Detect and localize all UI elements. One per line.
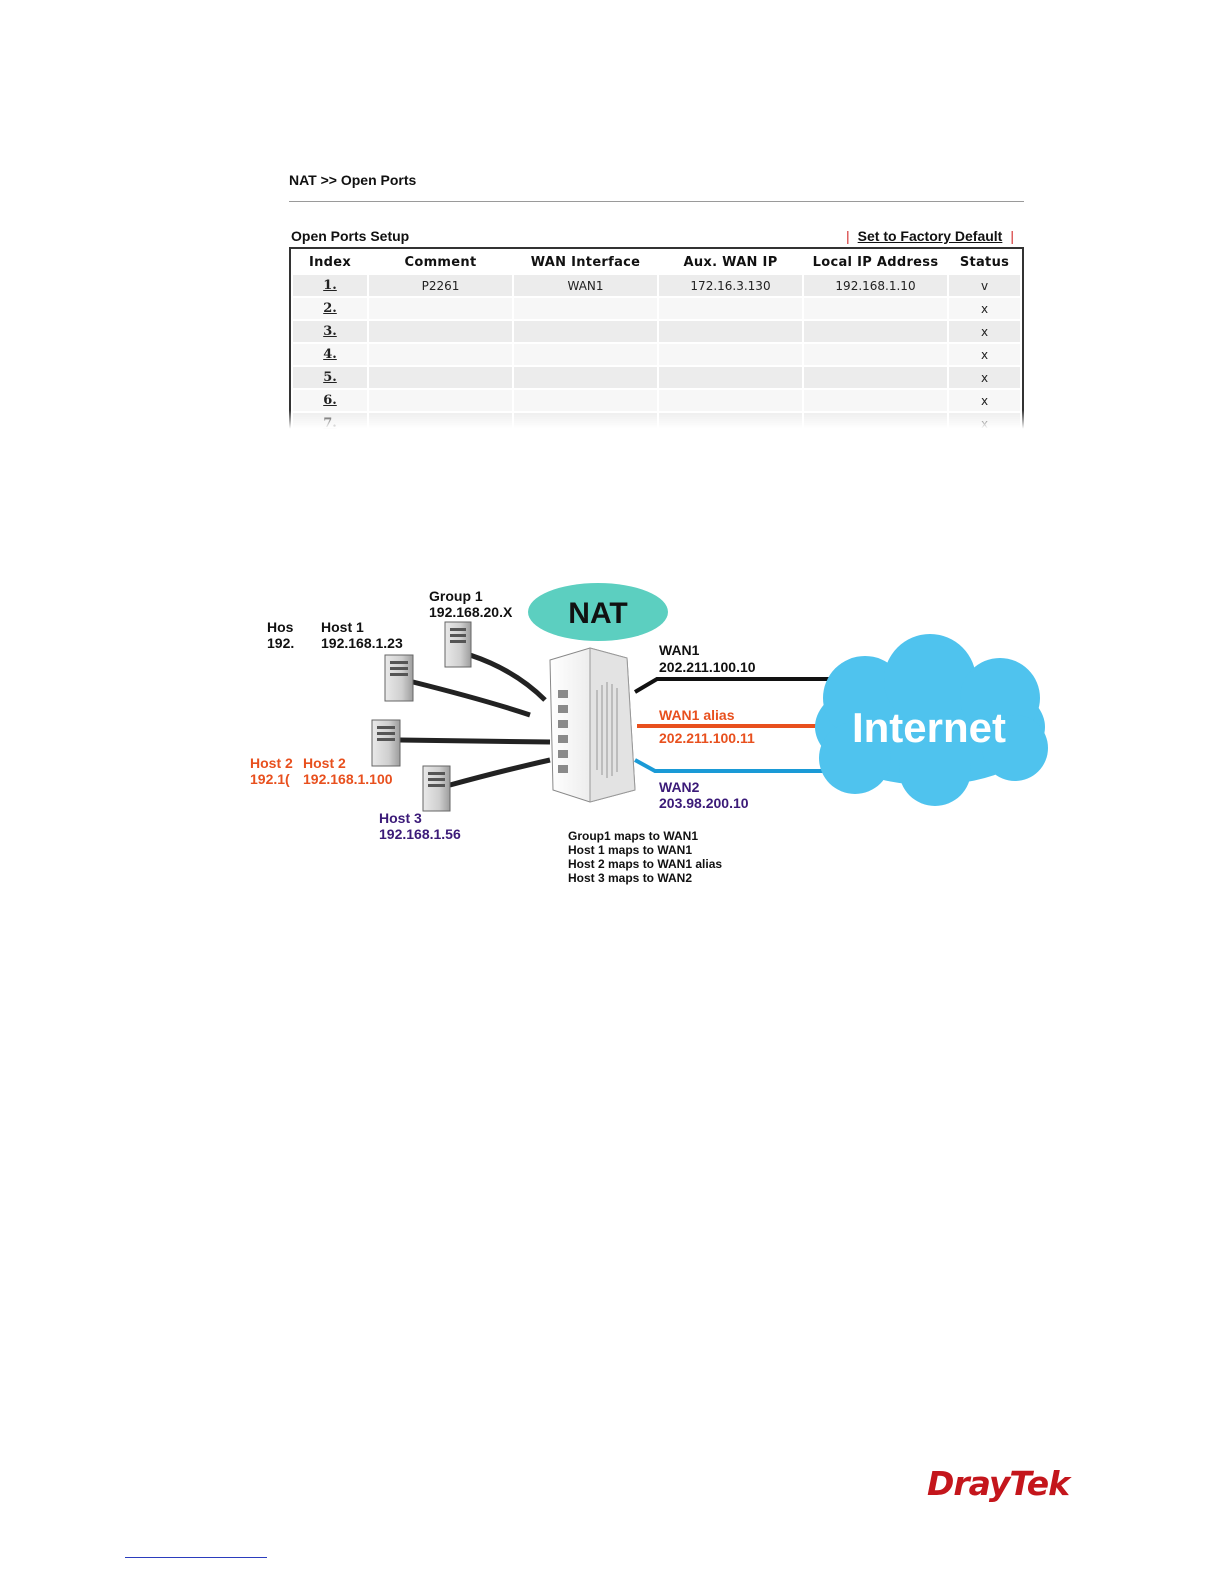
cable-host2	[399, 737, 551, 745]
network-diagram: Internet NAT	[250, 583, 1048, 885]
wan2-ip: 203.98.200.10	[659, 795, 749, 811]
host1-cut-ip: 192.	[267, 635, 294, 651]
mapping-line-2: Host 1 maps to WAN1	[568, 843, 692, 857]
row-status: x	[949, 344, 1020, 365]
row-aux-wan-ip	[659, 298, 802, 319]
mapping-line-4: Host 3 maps to WAN2	[568, 871, 692, 885]
separator-right: |	[1010, 228, 1014, 244]
column-header-wan-interface: WAN Interface	[530, 254, 641, 270]
row-comment	[369, 321, 512, 342]
row-local-ip	[804, 367, 947, 388]
row-aux-wan-ip	[659, 367, 802, 388]
row-index-link[interactable]: 2.	[293, 298, 367, 319]
group1-name: Group 1	[429, 588, 483, 604]
host3-name: Host 3	[379, 810, 422, 826]
row-comment	[369, 367, 512, 388]
host2-ip: 192.168.1.100	[303, 771, 393, 787]
table-row: 5. x	[293, 367, 1020, 388]
group1-ip: 192.168.20.X	[429, 604, 513, 620]
host1-cut-name: Hos	[267, 619, 294, 635]
row-wan-interface	[514, 390, 657, 411]
table-row: 6. x	[293, 390, 1020, 411]
host2-cut-name: Host 2	[250, 755, 293, 771]
cable-host3	[449, 757, 551, 788]
row-local-ip	[804, 344, 947, 365]
host3-ip: 192.168.1.56	[379, 826, 461, 842]
row-local-ip: 192.168.1.10	[804, 275, 947, 296]
factory-default-group: | Set to Factory Default |	[838, 228, 1022, 244]
wan1-ip: 202.211.100.10	[659, 659, 756, 675]
column-header-comment: Comment	[404, 254, 477, 270]
nat-bubble: NAT	[528, 583, 668, 641]
row-index-link[interactable]: 3.	[293, 321, 367, 342]
host1-ip: 192.168.1.23	[321, 635, 403, 651]
row-aux-wan-ip	[659, 321, 802, 342]
server-host2-icon	[371, 719, 401, 767]
table-row: 1. P2261 WAN1 172.16.3.130 192.168.1.10 …	[293, 275, 1020, 296]
footer-link-underline	[125, 1557, 267, 1558]
row-comment	[369, 390, 512, 411]
row-comment	[369, 344, 512, 365]
table-header-row: Index Comment WAN Interface Aux. WAN IP …	[293, 251, 1020, 273]
separator-left: |	[846, 228, 850, 244]
row-aux-wan-ip: 172.16.3.130	[659, 275, 802, 296]
row-wan-interface	[514, 367, 657, 388]
open-ports-table: Index Comment WAN Interface Aux. WAN IP …	[291, 249, 1022, 431]
cable-group1	[469, 652, 547, 702]
row-wan-interface	[514, 321, 657, 342]
host1-name: Host 1	[321, 619, 364, 635]
column-header-aux-wan-ip: Aux. WAN IP	[683, 254, 778, 270]
table-row: 2. x	[293, 298, 1020, 319]
row-aux-wan-ip	[659, 344, 802, 365]
table-fade-overlay	[289, 410, 1025, 432]
row-local-ip	[804, 321, 947, 342]
set-to-factory-default-link[interactable]: Set to Factory Default	[857, 228, 1003, 244]
wan1-line	[633, 677, 865, 694]
row-comment: P2261	[369, 275, 512, 296]
wan1-name: WAN1	[659, 642, 700, 658]
server-group1-icon	[444, 621, 472, 668]
row-comment	[369, 298, 512, 319]
row-status: x	[949, 390, 1020, 411]
row-local-ip	[804, 390, 947, 411]
row-index-link[interactable]: 4.	[293, 344, 367, 365]
draytek-logo: DrayTek	[927, 1464, 1070, 1503]
server-host3-icon	[422, 765, 451, 812]
breadcrumb: NAT >> Open Ports	[289, 172, 417, 188]
internet-label: Internet	[852, 704, 1006, 751]
nat-label: NAT	[568, 597, 627, 630]
mapping-line-1: Group1 maps to WAN1	[568, 829, 698, 843]
row-status: x	[949, 367, 1020, 388]
row-aux-wan-ip	[659, 390, 802, 411]
column-header-status: Status	[959, 254, 1010, 270]
host2-cut-ip: 192.1(	[250, 771, 290, 787]
router-icon	[549, 647, 636, 803]
row-local-ip	[804, 298, 947, 319]
wan2-name: WAN2	[659, 779, 700, 795]
column-header-local-ip: Local IP Address	[812, 254, 939, 270]
row-status: v	[949, 275, 1020, 296]
wan1-alias-name: WAN1 alias	[659, 707, 735, 723]
wan2-line	[634, 758, 845, 773]
server-host1-icon	[384, 654, 414, 702]
row-wan-interface	[514, 344, 657, 365]
open-ports-table-container: Index Comment WAN Interface Aux. WAN IP …	[289, 247, 1024, 431]
row-index-link[interactable]: 6.	[293, 390, 367, 411]
row-wan-interface	[514, 298, 657, 319]
row-status: x	[949, 298, 1020, 319]
header-divider	[289, 201, 1024, 202]
column-header-index: Index	[308, 254, 352, 270]
table-row: 3. x	[293, 321, 1020, 342]
row-status: x	[949, 321, 1020, 342]
row-index-link[interactable]: 1.	[293, 275, 367, 296]
row-wan-interface: WAN1	[514, 275, 657, 296]
cable-host1	[412, 679, 531, 718]
table-row: 4. x	[293, 344, 1020, 365]
section-title: Open Ports Setup	[291, 228, 410, 244]
row-index-link[interactable]: 5.	[293, 367, 367, 388]
mapping-line-3: Host 2 maps to WAN1 alias	[568, 857, 722, 871]
wan1-alias-ip: 202.211.100.11	[659, 730, 755, 746]
host2-name: Host 2	[303, 755, 346, 771]
internet-cloud: Internet	[815, 634, 1048, 806]
